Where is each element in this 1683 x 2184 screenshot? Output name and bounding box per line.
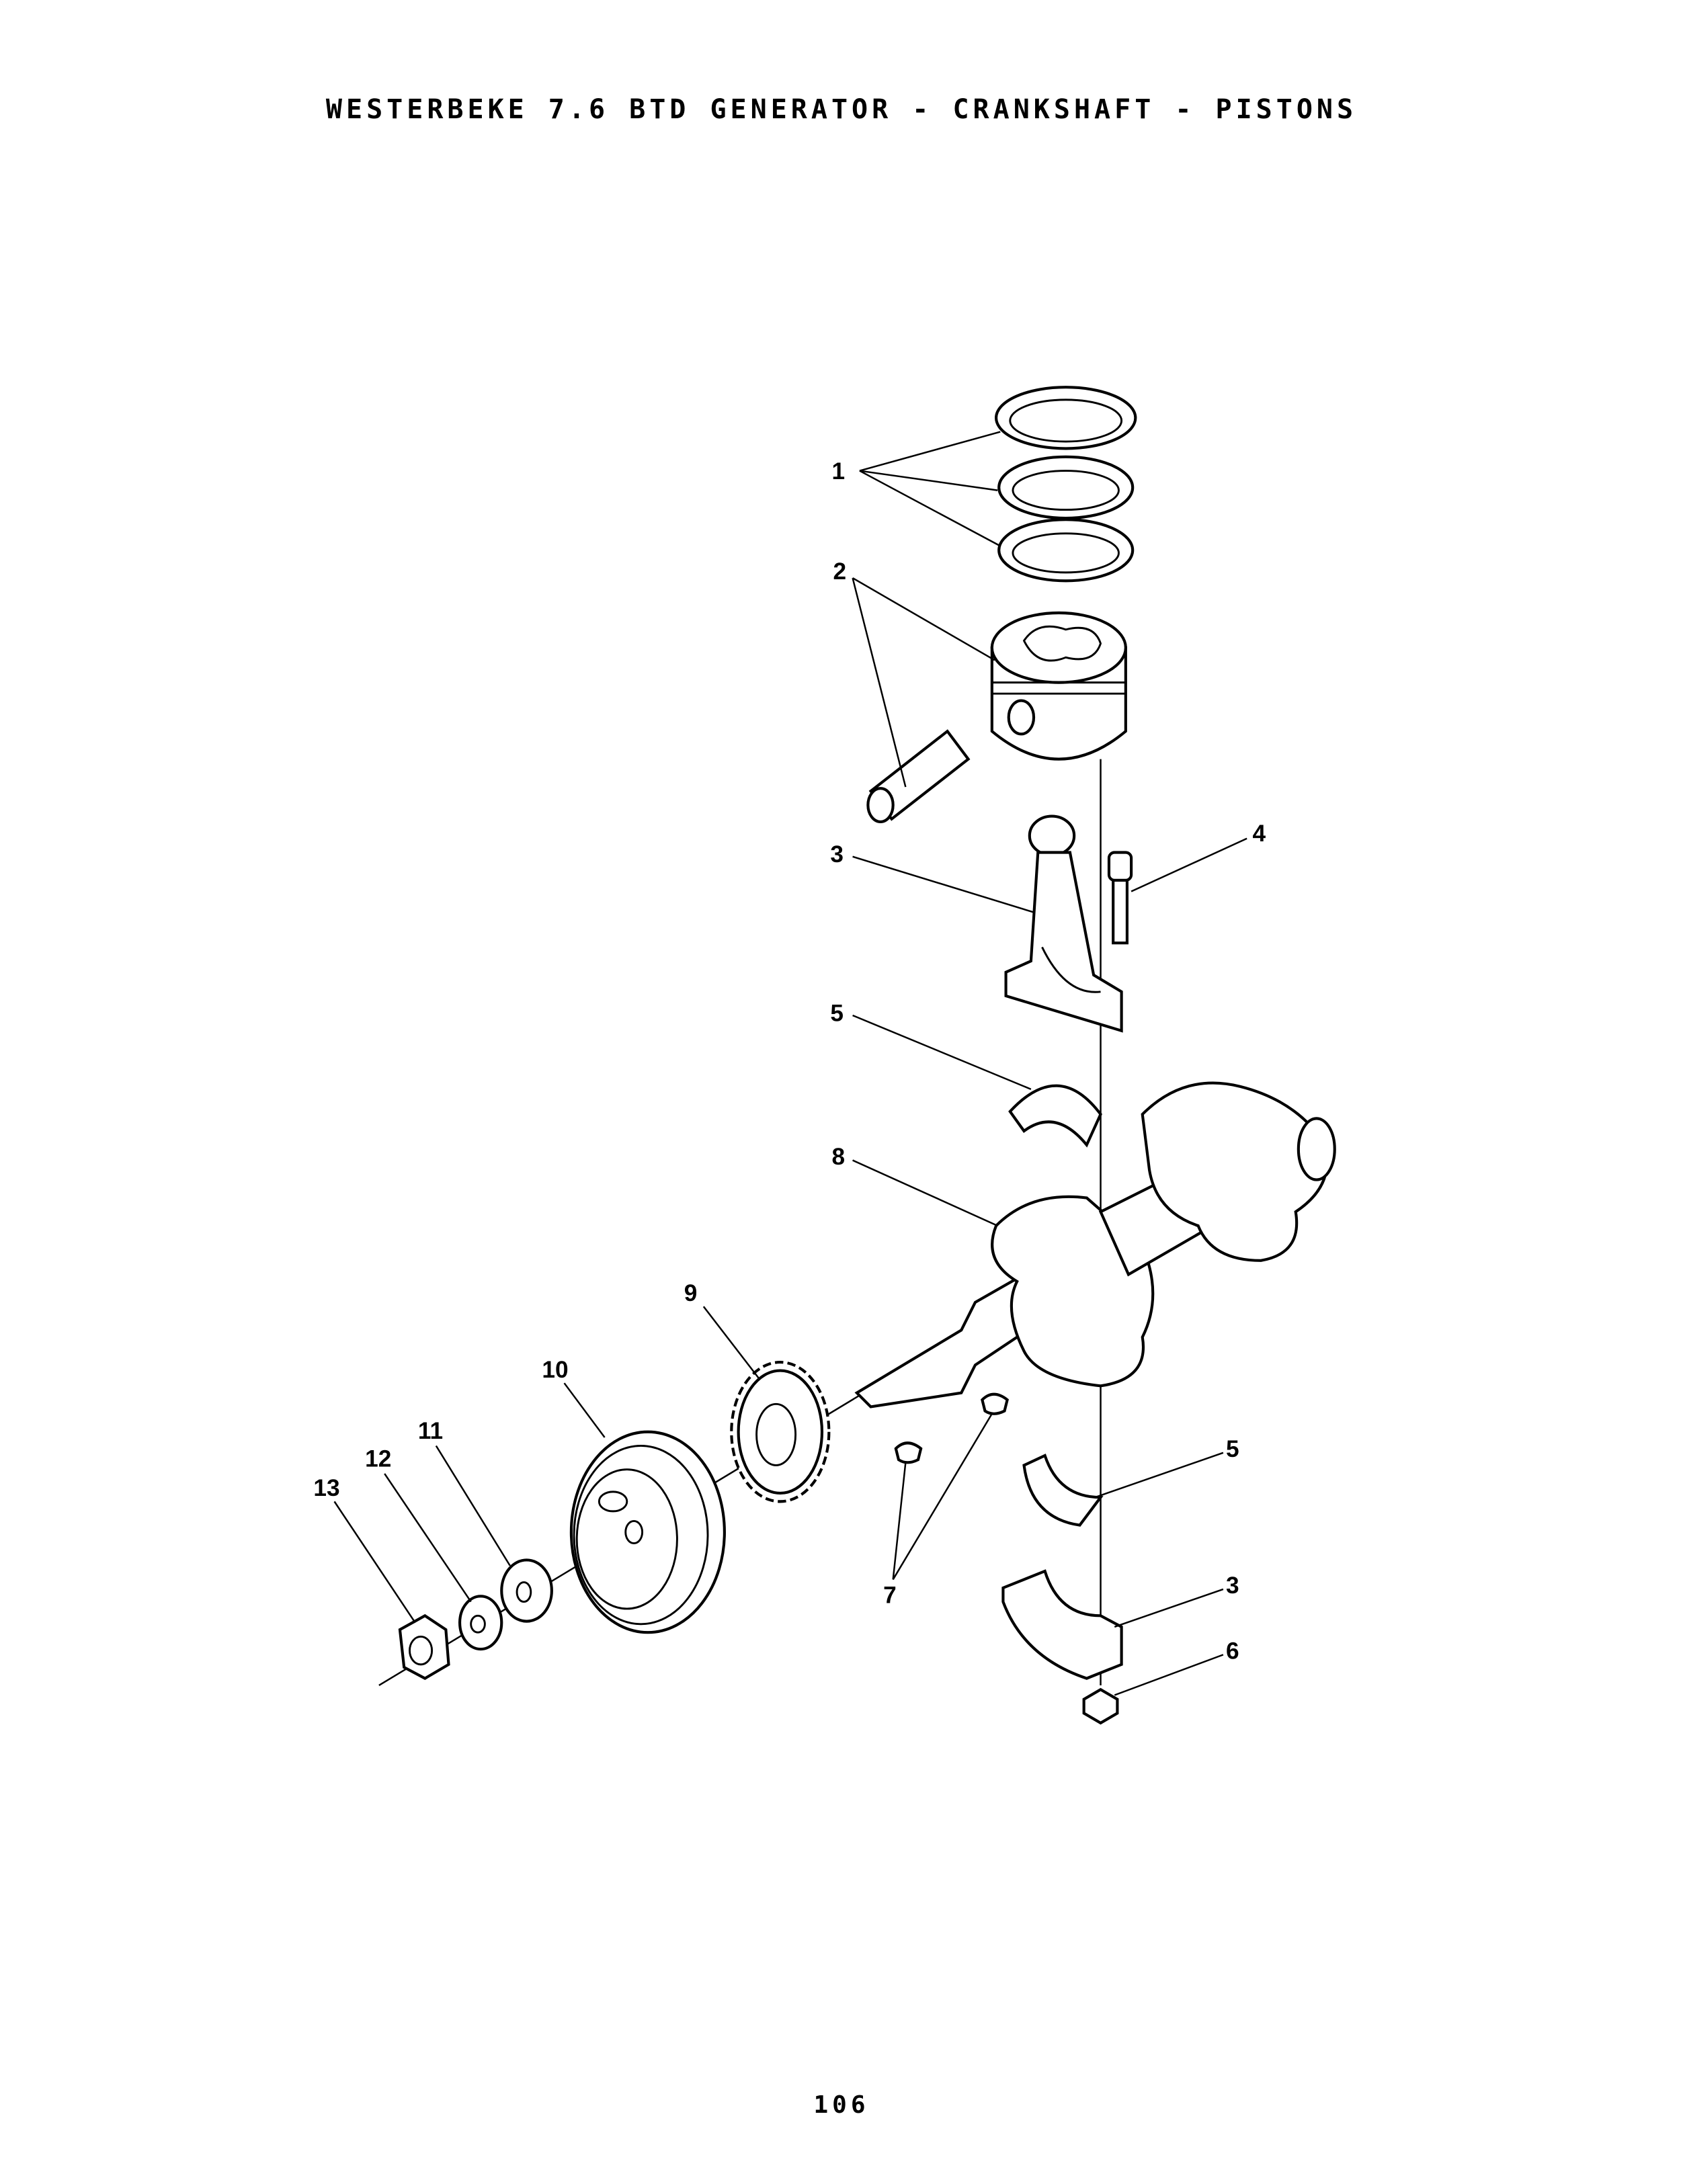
bearing-shell-lower (1022, 1454, 1104, 1527)
piston (990, 611, 1127, 761)
pulley-nut (398, 1613, 450, 1680)
callout-12: 12 (365, 1446, 391, 1472)
callout-8: 8 (831, 1144, 845, 1170)
connecting-rod (1004, 814, 1123, 1033)
callout-7: 7 (883, 1583, 897, 1609)
callout-4: 4 (1252, 821, 1266, 847)
piston-rings (994, 386, 1137, 583)
woodruff-key (894, 1441, 923, 1464)
flat-washer (500, 1558, 553, 1623)
callout-5-lower: 5 (1226, 1436, 1239, 1462)
page-number: 106 (813, 2091, 870, 2119)
callout-13: 13 (313, 1475, 339, 1501)
leader-lines (333, 431, 1247, 1696)
connecting-rod-cap (1001, 1569, 1123, 1680)
callout-1: 1 (831, 458, 845, 485)
callout-2: 2 (833, 558, 847, 585)
callout-10: 10 (542, 1357, 568, 1383)
callout-3-cap: 3 (1226, 1572, 1239, 1599)
callout-5-upper: 5 (830, 1000, 844, 1026)
callout-6: 6 (1226, 1638, 1239, 1665)
callout-11: 11 (418, 1418, 443, 1444)
page-title: WESTERBEKE 7.6 BTD GENERATOR - CRANKSHAF… (325, 94, 1358, 125)
callout-3-rod: 3 (830, 841, 844, 868)
rod-bolt (1107, 851, 1133, 945)
woodruff-key (981, 1392, 1009, 1415)
piston-pin (866, 729, 971, 823)
crankshaft (854, 1081, 1336, 1409)
rod-nut (1082, 1687, 1119, 1725)
callout-9: 9 (684, 1280, 698, 1306)
bearing-shell-upper (1008, 1084, 1102, 1148)
crankshaft-gear (730, 1361, 831, 1503)
lock-washer (458, 1595, 503, 1651)
crankshaft-pulley (569, 1430, 726, 1634)
